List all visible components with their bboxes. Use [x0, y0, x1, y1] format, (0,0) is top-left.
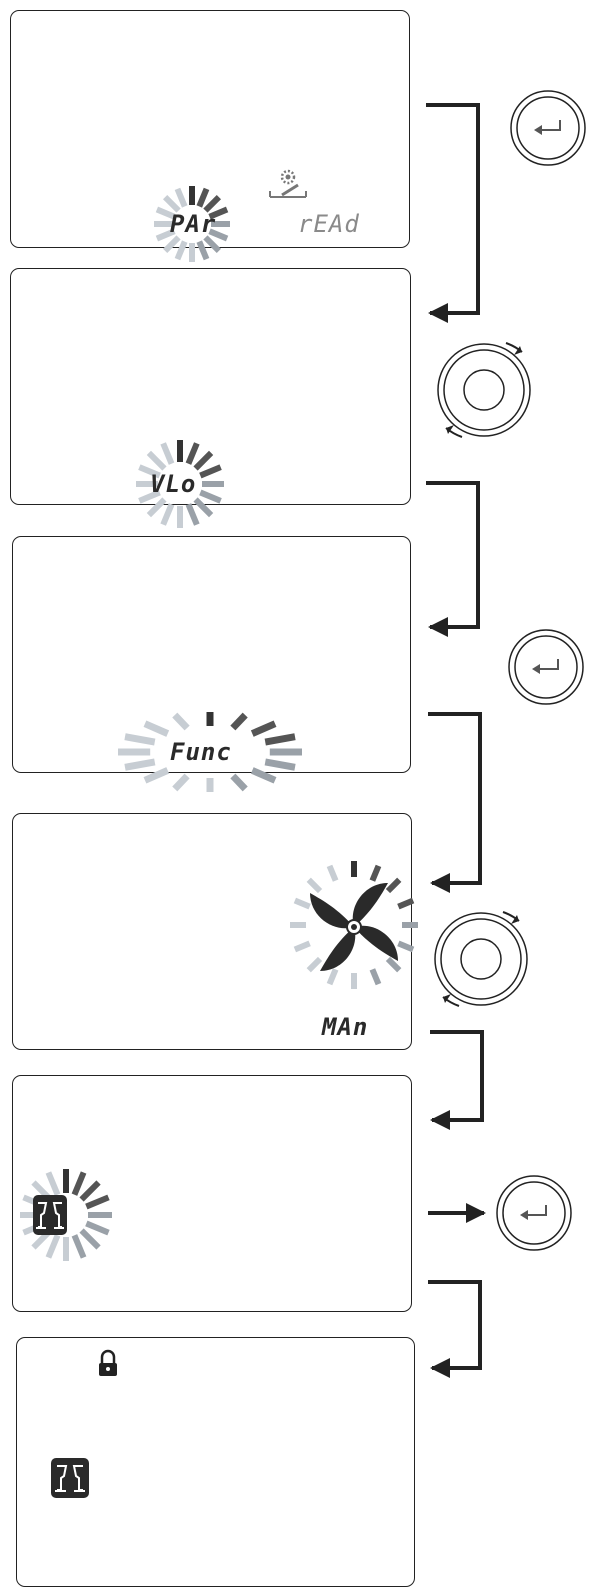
blink-ray [203, 195, 221, 213]
blink-ray [306, 956, 323, 973]
blink-ray [230, 712, 248, 731]
blink-ray [199, 489, 222, 504]
blink-ray [397, 897, 415, 910]
blink-ray [196, 240, 210, 261]
enter-icon [532, 659, 559, 674]
blink-ray [79, 1180, 101, 1202]
blink-rays-screen-2 [136, 440, 224, 528]
display-text-func: Func [170, 738, 232, 766]
lock-icon [99, 1349, 117, 1376]
blink-ray [45, 1234, 61, 1259]
rotate-icon [442, 911, 520, 1007]
connector-4 [430, 1030, 484, 1130]
blink-ray [163, 195, 181, 213]
party-glasses-icon [33, 1195, 67, 1235]
blink-ray [138, 464, 161, 479]
blink-ray [369, 968, 382, 986]
gear-wrench-icon [269, 169, 307, 198]
connector-6 [428, 1280, 482, 1378]
blink-ray [143, 767, 170, 784]
blink-ray [250, 720, 277, 737]
blink-ray [185, 442, 200, 465]
display-text-read: rEAd [298, 210, 360, 238]
blink-ray [264, 758, 296, 771]
blink-ray [155, 228, 176, 242]
rotate-icon [445, 342, 523, 438]
display-screen-5 [12, 1075, 412, 1312]
display-screen-3 [12, 536, 411, 773]
display-screen-2 [10, 268, 411, 505]
blink-ray [397, 940, 415, 953]
rotary-knob-1[interactable] [437, 342, 531, 438]
blink-ray [160, 503, 175, 526]
enter-button-2[interactable] [508, 629, 584, 705]
blink-ray [71, 1171, 87, 1196]
blink-rays-screen-1 [154, 186, 230, 262]
blink-ray [196, 187, 210, 208]
blink-ray [143, 720, 170, 737]
blink-ray [124, 758, 156, 771]
blink-rays-screen-3 [118, 712, 302, 792]
blink-ray [146, 497, 167, 518]
blink-ray [306, 877, 323, 894]
blink-ray [172, 773, 190, 792]
blink-ray [208, 206, 229, 220]
connector-1 [426, 103, 480, 323]
enter-icon [520, 1205, 547, 1220]
enter-button-1[interactable] [510, 90, 586, 166]
blink-rays-screen-4 [290, 861, 418, 989]
blink-ray [293, 897, 311, 910]
blink-ray [174, 187, 188, 208]
display-text-vlo: VLo [150, 470, 197, 498]
blink-ray [193, 497, 214, 518]
blink-ray [124, 733, 156, 746]
fan-icon [310, 883, 398, 971]
blink-ray [326, 864, 339, 882]
enter-icon [534, 120, 561, 135]
blink-ray [264, 733, 296, 746]
blink-ray [208, 228, 229, 242]
blink-ray [193, 450, 214, 471]
blink-ray [230, 773, 248, 792]
blink-ray [85, 1220, 110, 1236]
blink-ray [146, 450, 167, 471]
blink-ray [160, 442, 175, 465]
blink-ray [185, 503, 200, 526]
blink-ray [369, 864, 382, 882]
blink-ray [163, 235, 181, 253]
blink-ray [155, 206, 176, 220]
connector-3 [428, 712, 482, 893]
rotary-knob-2[interactable] [434, 911, 528, 1007]
blink-ray [174, 240, 188, 261]
blink-ray [138, 489, 161, 504]
blink-ray [71, 1234, 87, 1259]
blink-ray [385, 877, 402, 894]
enter-button-3[interactable] [496, 1175, 572, 1251]
blink-ray [199, 464, 222, 479]
blink-ray [326, 968, 339, 986]
blink-ray [293, 940, 311, 953]
display-text-par: PAr [170, 210, 217, 238]
connector-2 [426, 481, 480, 637]
blink-ray [203, 235, 221, 253]
display-text-man: MAn [322, 1013, 369, 1041]
blink-ray [79, 1228, 101, 1250]
blink-ray [385, 956, 402, 973]
blink-ray [172, 712, 190, 731]
display-screen-4 [12, 813, 412, 1050]
blink-ray [250, 767, 277, 784]
blink-ray [85, 1194, 110, 1210]
blink-ray [45, 1171, 61, 1196]
party-glasses-icon [51, 1458, 89, 1498]
